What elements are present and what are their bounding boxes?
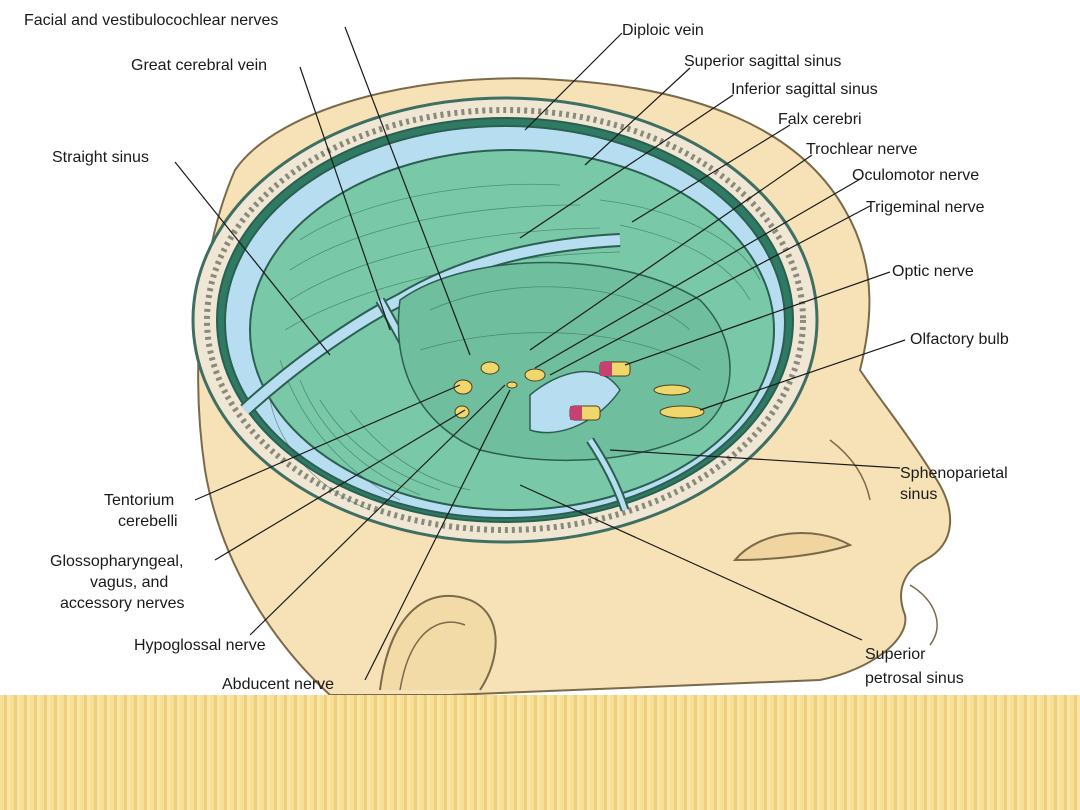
label-petrosal-line1: Superior xyxy=(865,646,926,663)
label-trochlear-nerve: Trochlear nerve xyxy=(806,141,918,158)
label-oculomotor-nerve: Oculomotor nerve xyxy=(852,167,979,184)
tentorium-region xyxy=(397,261,731,462)
label-sphenoparietal-line2: sinus xyxy=(900,486,937,503)
label-sphenoparietal-line1: Sphenoparietal xyxy=(900,465,1008,482)
label-petrosal-line2: petrosal sinus xyxy=(865,670,964,687)
labels: Facial and vestibulocochlear nerves Grea… xyxy=(24,12,1012,693)
label-glossopharyngeal: Glossopharyngeal, vagus, and accessory n… xyxy=(50,553,188,612)
eye-outline xyxy=(732,532,853,562)
olfactory-bulb-right xyxy=(659,405,705,419)
olfactory-bulb-left xyxy=(653,384,691,396)
label-tentorium-cerebelli: Tentorium cerebelli xyxy=(104,492,179,530)
ear-outline xyxy=(379,595,497,691)
nerve-stumps xyxy=(453,361,705,421)
label-falx-cerebri: Falx cerebri xyxy=(778,111,862,128)
label-inferior-sagittal-sinus: Inferior sagittal sinus xyxy=(731,81,878,98)
label-superior-petrosal-sinus: Superior petrosal sinus xyxy=(865,646,964,687)
label-diploic-vein: Diploic vein xyxy=(622,22,704,39)
label-hypoglossal-nerve: Hypoglossal nerve xyxy=(134,637,266,654)
label-glossopharyngeal-line1: Glossopharyngeal, xyxy=(50,553,183,570)
label-facial-vestibulocochlear: Facial and vestibulocochlear nerves xyxy=(24,12,278,29)
cranial-cavity-diagram: Facial and vestibulocochlear nerves Grea… xyxy=(24,12,1012,695)
cranial-fossa xyxy=(529,370,630,512)
label-abducent-nerve: Abducent nerve xyxy=(222,676,334,693)
label-trigeminal-nerve: Trigeminal nerve xyxy=(866,199,985,216)
label-glossopharyngeal-line3: accessory nerves xyxy=(60,595,185,612)
label-straight-sinus: Straight sinus xyxy=(52,149,149,166)
label-tentorium-line1: Tentorium xyxy=(104,492,174,509)
decorative-footer-band xyxy=(0,695,1080,810)
label-superior-sagittal-sinus: Superior sagittal sinus xyxy=(684,53,841,70)
label-sphenoparietal-sinus: Sphenoparietal sinus xyxy=(900,465,1012,503)
label-great-cerebral-vein: Great cerebral vein xyxy=(131,57,267,74)
label-tentorium-line2: cerebelli xyxy=(118,513,178,530)
leader-lines xyxy=(174,26,906,681)
label-olfactory-bulb: Olfactory bulb xyxy=(910,331,1009,348)
label-optic-nerve: Optic nerve xyxy=(892,263,974,280)
label-glossopharyngeal-line2: vagus, and xyxy=(90,574,168,591)
